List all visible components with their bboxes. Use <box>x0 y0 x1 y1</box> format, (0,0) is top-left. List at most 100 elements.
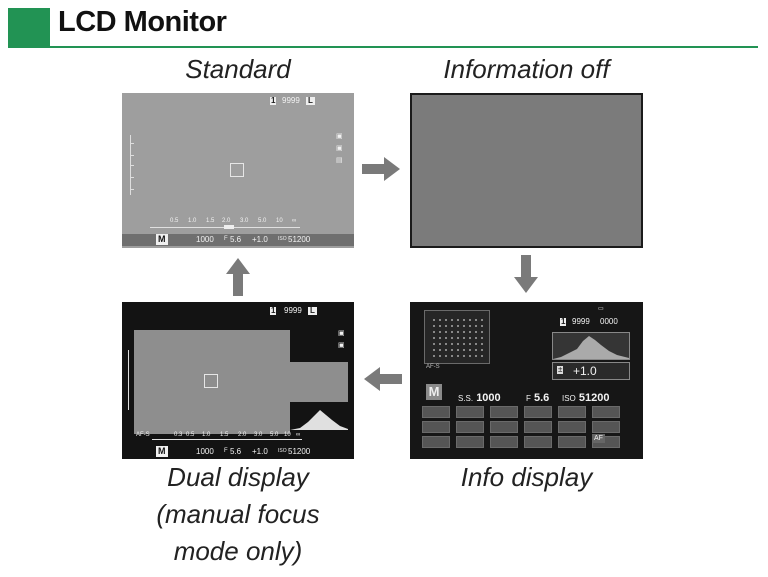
scale-label: 10 <box>276 218 283 224</box>
film-sim-icon: ▣ <box>336 145 343 152</box>
af-point <box>481 349 483 351</box>
iso-row: ISO 51200 <box>562 392 609 404</box>
histogram-graph <box>290 410 348 430</box>
scale-label: 1.5 <box>206 218 215 224</box>
af-point <box>475 319 477 321</box>
panel-dual-display: 1 9999 L ▣ ▣ AF-S 0.3 0.5 1.0 1.5 2.0 3.… <box>122 302 354 459</box>
af-point <box>463 349 465 351</box>
scale-label: ∞ <box>292 218 297 224</box>
histogram-graph <box>553 336 629 359</box>
af-point <box>457 343 459 345</box>
arrow-down-icon <box>514 255 538 293</box>
drive-icon: ▤ <box>336 157 343 164</box>
af-point <box>451 343 453 345</box>
iso-value: 51200 <box>288 447 311 456</box>
exposure-tick <box>130 155 134 156</box>
shooting-mode: M <box>156 234 168 245</box>
af-point <box>469 331 471 333</box>
image-size-icon: L <box>308 306 317 315</box>
scale-label: 3.0 <box>240 218 249 224</box>
main-view <box>134 330 290 434</box>
scale-label: 10 <box>284 432 291 438</box>
caption-dual-line-3: mode only) <box>173 536 303 566</box>
ev-icon: ± <box>557 365 564 374</box>
af-point <box>445 355 447 357</box>
exposure-scale-icon <box>128 350 129 410</box>
scale-label: 2.0 <box>222 218 231 224</box>
af-point <box>475 331 477 333</box>
exposure-tick <box>130 177 134 178</box>
focus-frame <box>230 163 244 177</box>
af-point <box>463 343 465 345</box>
af-point <box>469 343 471 345</box>
f-prefix: F <box>526 394 531 403</box>
setting-icon <box>490 436 518 448</box>
scale-label: 0.3 <box>174 432 183 438</box>
setting-icon <box>490 421 518 433</box>
wb-icon: ▣ <box>336 133 343 140</box>
af-point <box>475 325 477 327</box>
exposure-comp: +1.0 <box>252 447 268 456</box>
caption-info-display: Info display <box>460 462 593 492</box>
caption-information-off: Information off <box>443 54 610 84</box>
scale-label: 0.5 <box>170 218 179 224</box>
scale-label: 1.0 <box>188 218 197 224</box>
af-point <box>451 337 453 339</box>
frames-remaining: 9999 <box>572 317 590 326</box>
arrow-right-icon <box>362 157 400 181</box>
setting-icon <box>422 421 450 433</box>
af-point <box>457 337 459 339</box>
focus-check-view <box>290 362 348 402</box>
af-point <box>439 331 441 333</box>
af-point <box>469 337 471 339</box>
af-point <box>469 349 471 351</box>
setting-icon <box>456 406 484 418</box>
af-point <box>433 331 435 333</box>
af-point <box>451 349 453 351</box>
header-accent-bar <box>8 8 50 46</box>
exposure-comp: +1.0 <box>573 364 597 378</box>
aperture: 5.6 <box>533 392 550 404</box>
card-slot-icon: 1 <box>270 306 277 315</box>
panel-information-off <box>410 93 643 248</box>
shooting-mode: M <box>156 446 168 457</box>
af-point <box>481 337 483 339</box>
af-point <box>463 319 465 321</box>
af-point <box>433 319 435 321</box>
scale-label: 0.5 <box>186 432 195 438</box>
exposure-tick <box>130 189 134 190</box>
setting-icon <box>558 421 586 433</box>
af-point <box>481 355 483 357</box>
af-point <box>439 355 441 357</box>
setting-icon <box>524 436 552 448</box>
shutter-row: S.S. 1000 <box>458 392 501 404</box>
focus-frame <box>204 374 218 388</box>
af-point <box>439 349 441 351</box>
exposure-tick <box>130 165 134 166</box>
af-point <box>445 331 447 333</box>
af-point <box>445 319 447 321</box>
film-sim-icon: ▣ <box>338 342 345 349</box>
aperture: 5.6 <box>230 235 242 244</box>
battery-icon: ▭ <box>598 306 604 312</box>
af-point <box>469 355 471 357</box>
af-point <box>481 331 483 333</box>
setting-icon <box>524 421 552 433</box>
header-rule <box>8 46 758 48</box>
af-point <box>463 331 465 333</box>
card-slot-icon: 1 <box>560 317 567 326</box>
aperture: 5.6 <box>230 447 242 456</box>
af-point <box>433 349 435 351</box>
scale-label: 3.0 <box>254 432 263 438</box>
shutter-speed: 1000 <box>196 235 214 244</box>
af-point <box>433 337 435 339</box>
af-point <box>481 319 483 321</box>
af-point <box>451 325 453 327</box>
af-point <box>445 349 447 351</box>
af-point <box>445 325 447 327</box>
af-point <box>463 325 465 327</box>
af-point <box>433 343 435 345</box>
setting-icon <box>558 406 586 418</box>
af-point <box>433 355 435 357</box>
af-point <box>439 319 441 321</box>
